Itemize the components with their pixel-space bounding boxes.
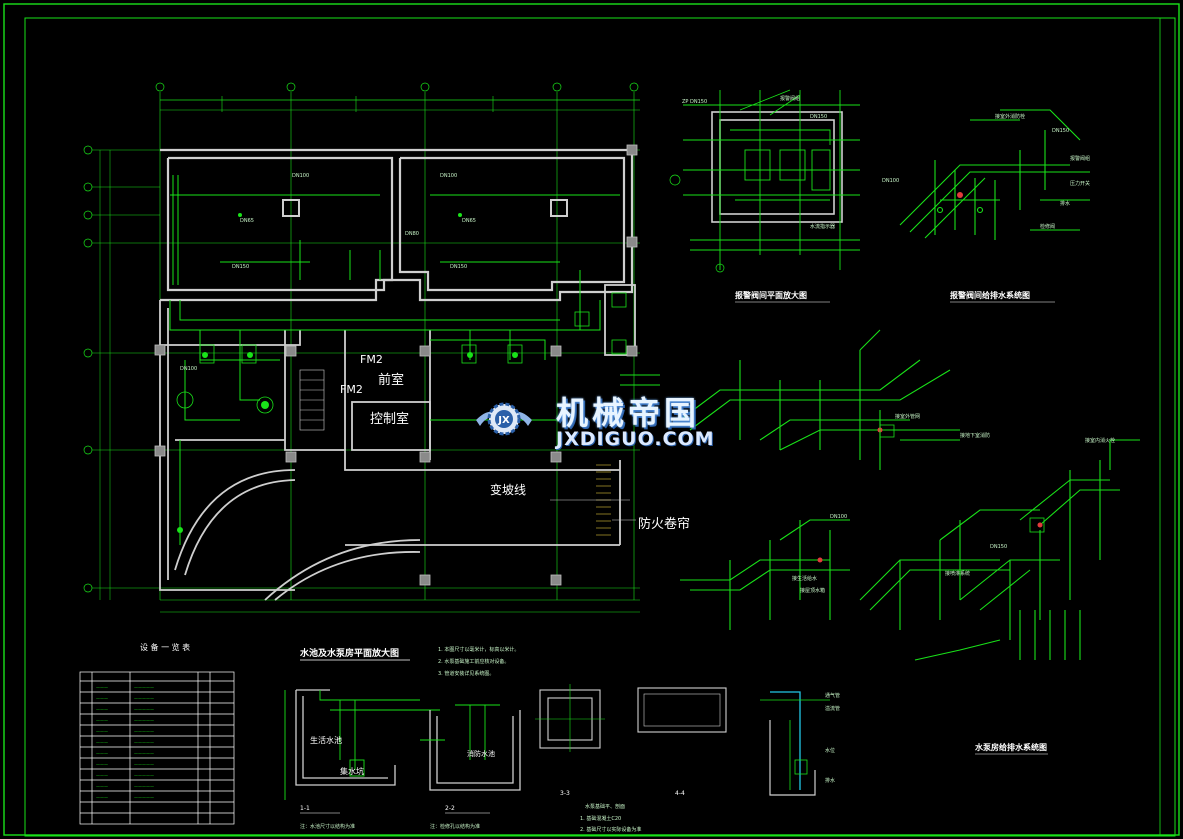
fire-door-label-1: FM2: [360, 353, 383, 366]
svg-text:DN100: DN100: [180, 366, 197, 372]
section-2-title: 2-2: [445, 805, 455, 812]
svg-text:—————: —————: [134, 784, 154, 789]
svg-text:报警阀组: 报警阀组: [780, 95, 800, 102]
svg-text:水位: 水位: [825, 747, 835, 754]
svg-text:DN150: DN150: [990, 544, 1007, 550]
front-room-label: 前室: [378, 372, 404, 388]
svg-text:———: ———: [96, 729, 108, 734]
svg-text:2. 水泵基础施工前应核对设备。: 2. 水泵基础施工前应核对设备。: [438, 658, 509, 665]
svg-text:ZP DN150: ZP DN150: [682, 99, 707, 105]
watermark-subtitle: JXDIGUO.COM: [556, 428, 715, 450]
svg-text:接室内消火栓: 接室内消火栓: [1085, 437, 1115, 444]
seal-text: JX: [497, 415, 510, 426]
pump-system-diagram: [679, 329, 1140, 661]
svg-text:排水: 排水: [1060, 200, 1070, 207]
domestic-tank-label: 生活水池: [310, 735, 342, 745]
slope-line-label: 变坡线: [490, 482, 526, 497]
svg-text:3. 管道安装详见系统图。: 3. 管道安装详见系统图。: [438, 670, 494, 677]
svg-text:注：水池尺寸以结构为准: 注：水池尺寸以结构为准: [300, 823, 355, 830]
sheet-outer-border: [3, 3, 1180, 836]
alarm-valve-plan: ZP DN150 报警阀组 水流指示器 DN150 报警阀间平面放大图: [669, 89, 860, 303]
svg-text:接喷淋系统: 接喷淋系统: [945, 570, 970, 577]
section-3-title: 3-3: [560, 790, 570, 797]
svg-text:DN65: DN65: [462, 218, 476, 224]
svg-text:—————: —————: [134, 707, 154, 712]
svg-text:接地下室消防: 接地下室消防: [960, 432, 990, 439]
svg-text:—————: —————: [134, 773, 154, 778]
svg-text:接室外管网: 接室外管网: [895, 413, 920, 420]
svg-text:排水: 排水: [825, 777, 835, 784]
svg-text:———: ———: [96, 795, 108, 800]
fire-tank-label: 消防水池: [467, 749, 495, 758]
svg-text:1. 本图尺寸以毫米计，标高以米计。: 1. 本图尺寸以毫米计，标高以米计。: [438, 646, 519, 653]
svg-text:水流指示器: 水流指示器: [810, 223, 835, 230]
fire-door-label-2: FM2: [340, 383, 363, 396]
pump-room-system-title: 水泵房给排水系统图: [974, 742, 1047, 752]
svg-text:接屋顶水箱: 接屋顶水箱: [800, 587, 825, 594]
sump-label: 集水坑: [340, 766, 364, 776]
svg-text:报警阀组: 报警阀组: [1070, 155, 1090, 162]
svg-text:DN80: DN80: [405, 231, 419, 237]
equipment-table-title: 设 备 一 览 表: [140, 642, 190, 652]
svg-text:—————: —————: [134, 751, 154, 756]
pump-room-plan-title: 水池及水泵房平面放大图: [300, 647, 399, 659]
svg-text:DN150: DN150: [450, 264, 467, 270]
svg-text:2. 基础尺寸以实际设备为准: 2. 基础尺寸以实际设备为准: [580, 826, 641, 833]
svg-text:检修阀: 检修阀: [1040, 223, 1055, 230]
section-4-title: 4-4: [675, 790, 685, 797]
svg-text:溢流管: 溢流管: [825, 705, 840, 712]
svg-text:1. 基础混凝土C20: 1. 基础混凝土C20: [580, 815, 621, 822]
fire-shutter-label: 防火卷帘: [638, 516, 690, 532]
svg-text:DN150: DN150: [232, 264, 249, 270]
svg-text:———: ———: [96, 762, 108, 767]
svg-text:通气管: 通气管: [825, 692, 840, 699]
svg-text:—————: —————: [134, 740, 154, 745]
alarm-valve-system: [899, 109, 1090, 240]
svg-text:接室外消防栓: 接室外消防栓: [995, 113, 1025, 120]
svg-text:———: ———: [96, 751, 108, 756]
control-room-label: 控制室: [370, 411, 409, 427]
alarm-valve-system-title: 报警阀间给排水系统图: [950, 290, 1030, 300]
section-1-title: 1-1: [300, 805, 310, 812]
gear-wings-icon: JX: [476, 402, 532, 436]
svg-text:———: ———: [96, 773, 108, 778]
svg-text:—————: —————: [134, 729, 154, 734]
alarm-valve-plan-title: 报警阀间平面放大图: [735, 290, 807, 300]
svg-text:———: ———: [96, 685, 108, 690]
svg-text:DN150: DN150: [810, 114, 827, 120]
svg-text:—————: —————: [134, 795, 154, 800]
svg-text:DN100: DN100: [830, 514, 847, 520]
equipment-table: 设 备 一 览 表 ———————— ———————— ————————: [79, 642, 235, 825]
svg-text:注：检修孔以结构为准: 注：检修孔以结构为准: [430, 823, 480, 830]
svg-text:———: ———: [96, 740, 108, 745]
section-details: 生活水池 集水坑 1-1 消防水池 2-2 3-3 4-: [284, 684, 840, 814]
svg-text:—————: —————: [134, 762, 154, 767]
svg-text:DN100: DN100: [882, 178, 899, 184]
sheet-inner-border: [24, 17, 1176, 837]
svg-text:DN150: DN150: [1052, 128, 1069, 134]
svg-text:—————: —————: [134, 696, 154, 701]
svg-text:DN100: DN100: [292, 173, 309, 179]
svg-text:———: ———: [96, 718, 108, 723]
svg-text:接生活给水: 接生活给水: [792, 575, 817, 582]
svg-text:DN100: DN100: [440, 173, 457, 179]
svg-text:———: ———: [96, 696, 108, 701]
watermark-title: 机械帝国: [556, 394, 701, 432]
svg-text:———: ———: [96, 784, 108, 789]
svg-text:水泵基础平、剖面: 水泵基础平、剖面: [585, 803, 625, 810]
svg-text:———: ———: [96, 707, 108, 712]
svg-text:DN65: DN65: [240, 218, 254, 224]
watermark-logo: JX 机械帝国 JXDIGUO.COM: [444, 388, 744, 452]
svg-text:—————: —————: [134, 685, 154, 690]
svg-text:—————: —————: [134, 718, 154, 723]
svg-text:压力开关: 压力开关: [1070, 180, 1090, 187]
